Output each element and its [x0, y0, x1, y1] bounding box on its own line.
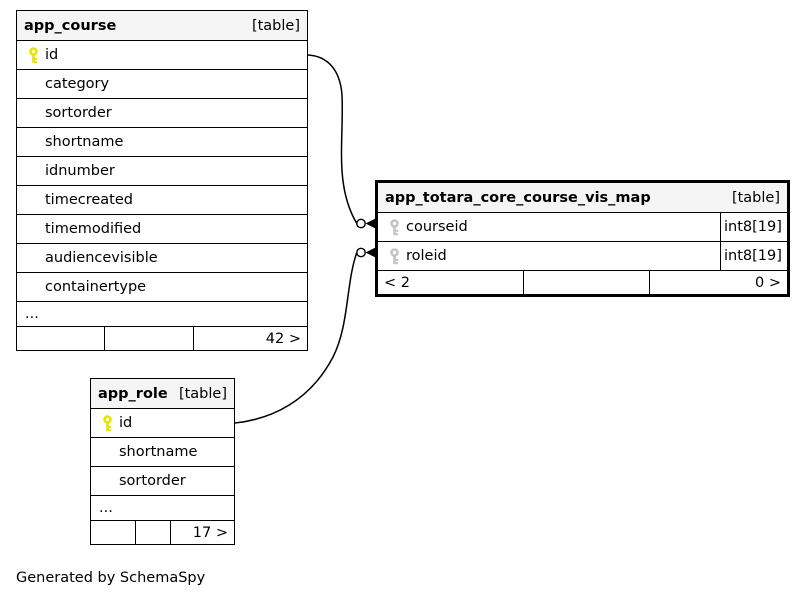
generated-by-caption: Generated by SchemaSpy — [16, 570, 206, 586]
table-tag: [table] — [251, 17, 300, 34]
table-header[interactable]: app_course [table] — [17, 11, 307, 40]
primary-key-icon — [102, 415, 113, 432]
foreign-key-icon — [389, 219, 400, 236]
column-name: containertype — [45, 279, 147, 295]
column-name: sortorder — [119, 473, 186, 489]
column-name: id — [45, 47, 59, 63]
table-card-app-course[interactable]: app_course [table] id category sortorder… — [16, 10, 308, 351]
table-row: containertype — [17, 272, 307, 301]
column-type: int8[19] — [720, 242, 787, 270]
hidden-columns-ellipsis: ... — [91, 495, 234, 520]
table-row: shortname — [91, 437, 234, 466]
column-name: audiencevisible — [45, 250, 158, 266]
hidden-columns-ellipsis: ... — [17, 301, 307, 326]
table-tag: [table] — [731, 189, 780, 206]
parent-count: < 2 — [378, 271, 524, 294]
table-row: id — [17, 40, 307, 69]
column-name: idnumber — [45, 163, 115, 179]
table-header[interactable]: app_totara_core_course_vis_map [table] — [378, 183, 787, 212]
table-stats-row: < 2 0 > — [378, 270, 787, 294]
column-name: sortorder — [45, 105, 112, 121]
column-name: timecreated — [45, 192, 133, 208]
table-row: category — [17, 69, 307, 98]
table-title: app_course — [24, 17, 117, 34]
table-row: shortname — [17, 127, 307, 156]
table-stats-row: 17 > — [91, 520, 234, 544]
primary-key-icon — [28, 47, 39, 64]
table-row: timecreated — [17, 185, 307, 214]
table-row: audiencevisible — [17, 243, 307, 272]
column-type: int8[19] — [720, 213, 787, 241]
stats-cell-mid — [105, 327, 194, 350]
table-tag: [table] — [178, 385, 227, 402]
stats-cell-left — [17, 327, 105, 350]
column-name: category — [45, 76, 110, 92]
stats-cell-mid — [136, 521, 171, 544]
column-name: timemodified — [45, 221, 142, 237]
table-row: sortorder — [91, 466, 234, 495]
table-row: sortorder — [17, 98, 307, 127]
column-name: shortname — [45, 134, 124, 150]
table-card-app-totara-core-course-vis-map[interactable]: app_totara_core_course_vis_map [table] c… — [375, 180, 790, 297]
table-row: id — [91, 408, 234, 437]
table-title: app_totara_core_course_vis_map — [385, 189, 651, 206]
table-row: courseid int8[19] — [378, 212, 787, 241]
column-name: id — [119, 415, 133, 431]
table-card-app-role[interactable]: app_role [table] id shortname sortorder … — [90, 378, 235, 545]
row-count: 17 > — [192, 524, 228, 541]
fk-connector-courseid — [307, 54, 376, 229]
table-row: roleid int8[19] — [378, 241, 787, 270]
column-name: courseid — [406, 219, 468, 235]
row-count: 0 > — [755, 274, 781, 291]
table-title: app_role — [98, 385, 168, 402]
stats-cell-left — [91, 521, 136, 544]
column-name: shortname — [119, 444, 198, 460]
row-count: 42 > — [265, 330, 301, 347]
table-row: idnumber — [17, 156, 307, 185]
stats-cell-mid — [524, 271, 650, 294]
table-row: timemodified — [17, 214, 307, 243]
foreign-key-icon — [389, 248, 400, 265]
table-stats-row: 42 > — [17, 326, 307, 350]
column-name: roleid — [406, 248, 447, 264]
table-header[interactable]: app_role [table] — [91, 379, 234, 408]
